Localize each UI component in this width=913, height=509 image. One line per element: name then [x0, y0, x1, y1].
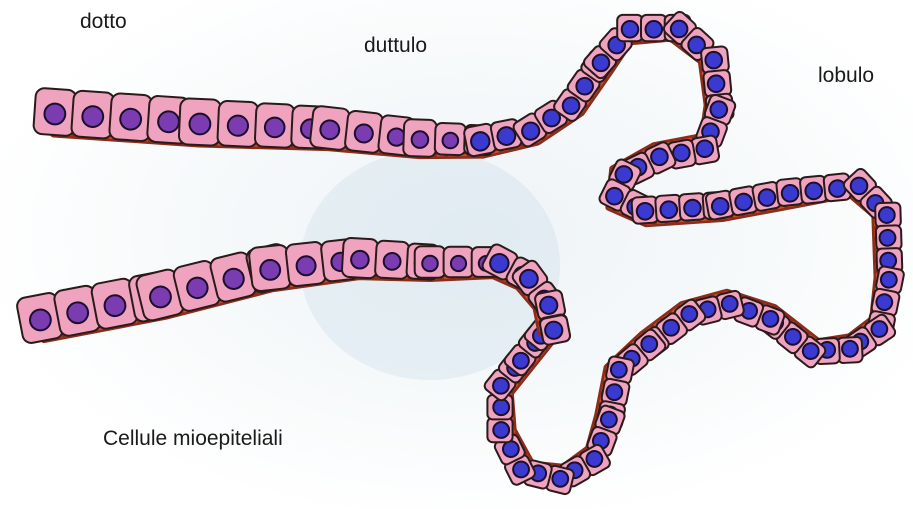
- epithelial-cell: [679, 193, 706, 221]
- epithelial-cell: [33, 88, 77, 137]
- label-dotto: dotto: [80, 10, 127, 34]
- epithelial-cell: [109, 93, 153, 142]
- cell-nucleus: [319, 119, 340, 140]
- cell-nucleus: [189, 113, 211, 135]
- cell-nucleus: [684, 199, 702, 217]
- cell-nucleus: [411, 131, 428, 148]
- cell-nucleus: [493, 422, 509, 438]
- cell-nucleus: [354, 124, 374, 144]
- cell-nucleus: [622, 21, 639, 38]
- epithelial-cell: [539, 314, 571, 345]
- cell-nucleus: [879, 230, 895, 246]
- epithelial-cell: [179, 98, 222, 146]
- lower-duct-branch: [16, 238, 571, 346]
- cell-nucleus: [157, 111, 179, 133]
- cell-nucleus: [451, 256, 466, 271]
- cell-nucleus: [296, 255, 317, 276]
- epithelial-cell: [837, 337, 863, 363]
- epithelial-cell: [342, 238, 379, 279]
- label-lobulo: lobulo: [818, 64, 874, 88]
- cell-nucleus: [660, 201, 678, 219]
- epithelial-cell: [444, 247, 474, 278]
- label-duttulo: duttulo: [364, 34, 427, 58]
- cell-nucleus: [842, 341, 859, 358]
- cell-nucleus: [82, 106, 104, 128]
- cell-nucleus: [351, 250, 370, 269]
- epithelial-cell: [71, 90, 115, 139]
- cell-nucleus: [493, 399, 509, 415]
- epithelial-cell: [403, 119, 437, 157]
- epithelial-cell: [876, 225, 902, 250]
- epithelial-cell: [255, 103, 295, 148]
- epithelial-cell: [875, 202, 901, 227]
- epithelial-cell: [487, 418, 512, 443]
- cell-nucleus: [120, 108, 142, 130]
- cell-nucleus: [879, 207, 895, 223]
- epithelial-cell: [415, 246, 446, 278]
- cell-nucleus: [44, 103, 66, 125]
- cell-nucleus: [805, 182, 823, 200]
- cell-nucleus: [259, 259, 281, 281]
- epithelial-cell: [631, 196, 658, 224]
- cell-nucleus: [442, 132, 458, 148]
- epithelial-cell: [641, 15, 667, 41]
- cell-nucleus: [422, 256, 438, 272]
- cell-nucleus: [646, 21, 663, 38]
- label-cellule-mioepiteliali: Cellule mioepiteliali: [103, 427, 283, 451]
- cell-nucleus: [636, 202, 654, 220]
- cell-nucleus: [705, 51, 723, 69]
- cell-nucleus: [264, 117, 284, 137]
- epithelial-cell: [617, 15, 643, 41]
- cell-nucleus: [227, 115, 248, 136]
- epithelial-cell: [435, 123, 467, 155]
- cell-nucleus: [383, 253, 401, 271]
- epithelial-cell: [375, 240, 410, 279]
- cell-nucleus: [707, 75, 725, 93]
- cell-nucleus: [781, 184, 799, 202]
- epithelial-cell: [655, 194, 682, 222]
- epithelial-cell: [217, 101, 259, 147]
